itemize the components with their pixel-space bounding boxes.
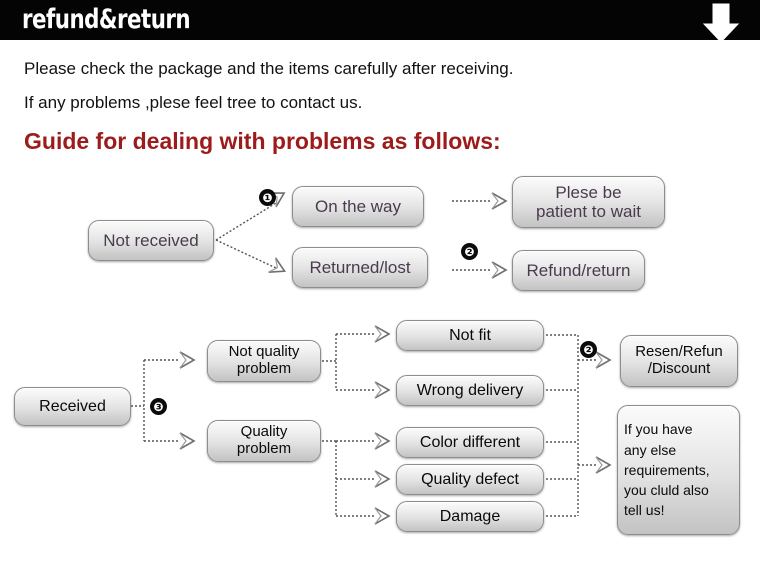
node-color-different[interactable]: Color different (396, 427, 544, 458)
node-label: On the way (315, 196, 401, 216)
node-label-line1: Resen/Refun (635, 343, 723, 361)
intro-line-2: If any problems ,plese feel tree to cont… (24, 93, 363, 112)
node-label-line5: tell us! (624, 502, 665, 519)
node-plese-be-patient[interactable]: Plese be patient to wait (512, 176, 665, 228)
badge-step-2-bottom: ❷ (580, 341, 597, 358)
header-bar: refund&return (0, 0, 760, 40)
node-refund-return[interactable]: Refund/return (512, 250, 645, 291)
node-label-line1: Plese be (555, 182, 622, 202)
badge-step-2-top: ❷ (461, 243, 478, 260)
node-returned-lost[interactable]: Returned/lost (292, 247, 428, 288)
node-label: Returned/lost (309, 257, 411, 277)
node-label-line1: Quality (240, 423, 288, 441)
node-wrong-delivery[interactable]: Wrong delivery (396, 375, 544, 406)
node-received[interactable]: Received (14, 387, 131, 426)
node-label-line2: any else (624, 441, 677, 458)
node-label: Not received (103, 230, 199, 250)
badge-step-3: ❸ (150, 398, 167, 415)
node-resend-refund-discount[interactable]: Resen/Refun /Discount (620, 335, 738, 387)
node-label: Received (39, 397, 106, 415)
node-label: Not fit (449, 326, 491, 344)
node-label-line2: /Discount (647, 360, 711, 377)
node-label-line4: you cluld also (624, 482, 709, 499)
node-not-quality-problem[interactable]: Not quality problem (207, 340, 321, 382)
node-quality-defect[interactable]: Quality defect (396, 464, 544, 495)
node-not-received[interactable]: Not received (88, 220, 214, 261)
node-label: Color different (419, 433, 521, 451)
node-label: Refund/return (526, 260, 631, 280)
node-label-line2: problem (236, 440, 292, 457)
badge-step-1: ❶ (259, 189, 276, 206)
down-arrow-icon (702, 3, 740, 43)
intro-line-1: Please check the package and the items c… (24, 59, 514, 78)
node-on-the-way[interactable]: On the way (292, 186, 424, 227)
node-quality-problem[interactable]: Quality problem (207, 420, 321, 462)
node-label-line3: requirements, (624, 461, 710, 478)
page-title: refund&return (22, 4, 191, 35)
node-label-line1: If you have (624, 421, 693, 438)
guide-headline: Guide for dealing with problems as follo… (24, 128, 501, 154)
node-label-line2: problem (236, 360, 292, 377)
node-label: Wrong delivery (416, 381, 524, 399)
node-damage[interactable]: Damage (396, 501, 544, 532)
node-label-line1: Not quality (228, 343, 300, 361)
node-other-requirements[interactable]: If you have any else requirements, you c… (617, 405, 740, 535)
node-label: Quality defect (421, 470, 519, 488)
node-label: Damage (439, 507, 501, 525)
node-label-line2: patient to wait (536, 202, 641, 221)
node-not-fit[interactable]: Not fit (396, 320, 544, 351)
